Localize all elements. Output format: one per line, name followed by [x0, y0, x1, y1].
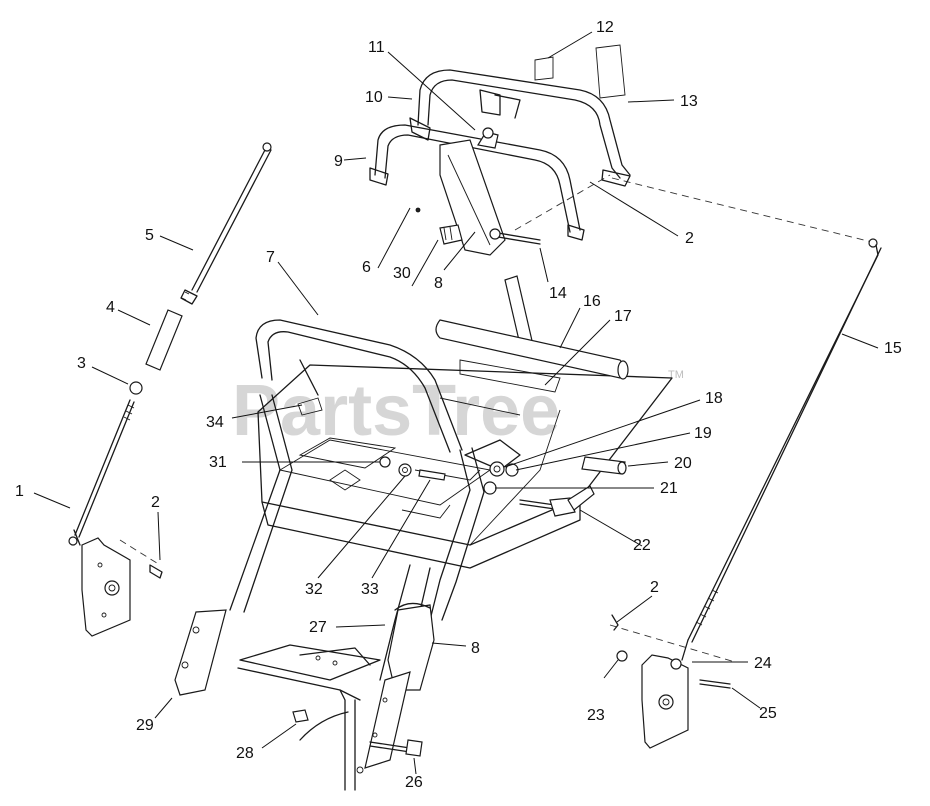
callout-30: 30 [393, 265, 411, 282]
watermark: PartsTree [232, 371, 560, 451]
callout-9: 9 [334, 153, 343, 170]
decal-12-13 [534, 44, 626, 99]
callout-24: 24 [754, 655, 772, 672]
left-control-rod [68, 142, 272, 546]
callout-29: 29 [136, 717, 154, 734]
callout-3: 3 [77, 355, 86, 372]
lower-handle-arm [429, 439, 521, 621]
callout-17: 17 [614, 308, 632, 325]
lower-deck [237, 644, 381, 791]
callout-26: 26 [405, 774, 423, 791]
latch-block [415, 207, 463, 245]
callout-32: 32 [305, 581, 323, 598]
callout-27: 27 [309, 619, 327, 636]
callout-2-left: 2 [151, 494, 160, 511]
callout-25: 25 [759, 705, 777, 722]
callout-13: 13 [680, 93, 698, 110]
lever-22 [519, 485, 595, 517]
callout-23: 23 [587, 707, 605, 724]
callout-20: 20 [674, 455, 692, 472]
callout-8-upper: 8 [434, 275, 443, 292]
hardware-26-28 [292, 709, 423, 757]
pin-20 [581, 456, 627, 475]
callout-7: 7 [266, 249, 275, 266]
callout-labels: 1 2 3 4 5 6 7 8 8 9 10 11 12 13 14 15 16… [15, 19, 902, 791]
decal-34 [297, 397, 323, 416]
callout-12: 12 [596, 19, 614, 36]
callout-2-right-lower: 2 [650, 579, 659, 596]
callout-8-lower: 8 [471, 640, 480, 657]
lower-arm-tube [299, 671, 411, 769]
upper-handle [409, 69, 631, 187]
callout-18: 18 [705, 390, 723, 407]
callout-4: 4 [106, 299, 115, 316]
callout-5: 5 [145, 227, 154, 244]
callout-34: 34 [206, 414, 224, 431]
callout-31: 31 [209, 454, 227, 471]
bail-plate [439, 127, 506, 256]
callout-33: 33 [361, 581, 379, 598]
right-control-rod [681, 238, 882, 661]
callout-21: 21 [660, 480, 678, 497]
callout-15: 15 [884, 340, 902, 357]
shaft-16 [435, 319, 629, 380]
left-bracket-plate [81, 537, 131, 637]
right-bracket-plate [611, 614, 731, 749]
callout-16: 16 [583, 293, 601, 310]
callout-14: 14 [549, 285, 567, 302]
lower-bracket-27 [379, 564, 435, 691]
callout-6: 6 [362, 259, 371, 276]
callout-11: 11 [368, 39, 385, 56]
callout-2-right-upper: 2 [685, 230, 694, 247]
bolt-14 [489, 228, 541, 245]
alignment-lines [119, 174, 873, 663]
callout-19: 19 [694, 425, 712, 442]
leader-lines [33, 31, 879, 775]
hardware-31-32-33 [379, 456, 446, 481]
decal-17 [459, 359, 561, 393]
callout-28: 28 [236, 745, 254, 762]
callout-22: 22 [633, 537, 651, 554]
callout-10: 10 [365, 89, 383, 106]
callout-1: 1 [15, 483, 24, 500]
cotter-pin-left [149, 564, 163, 579]
